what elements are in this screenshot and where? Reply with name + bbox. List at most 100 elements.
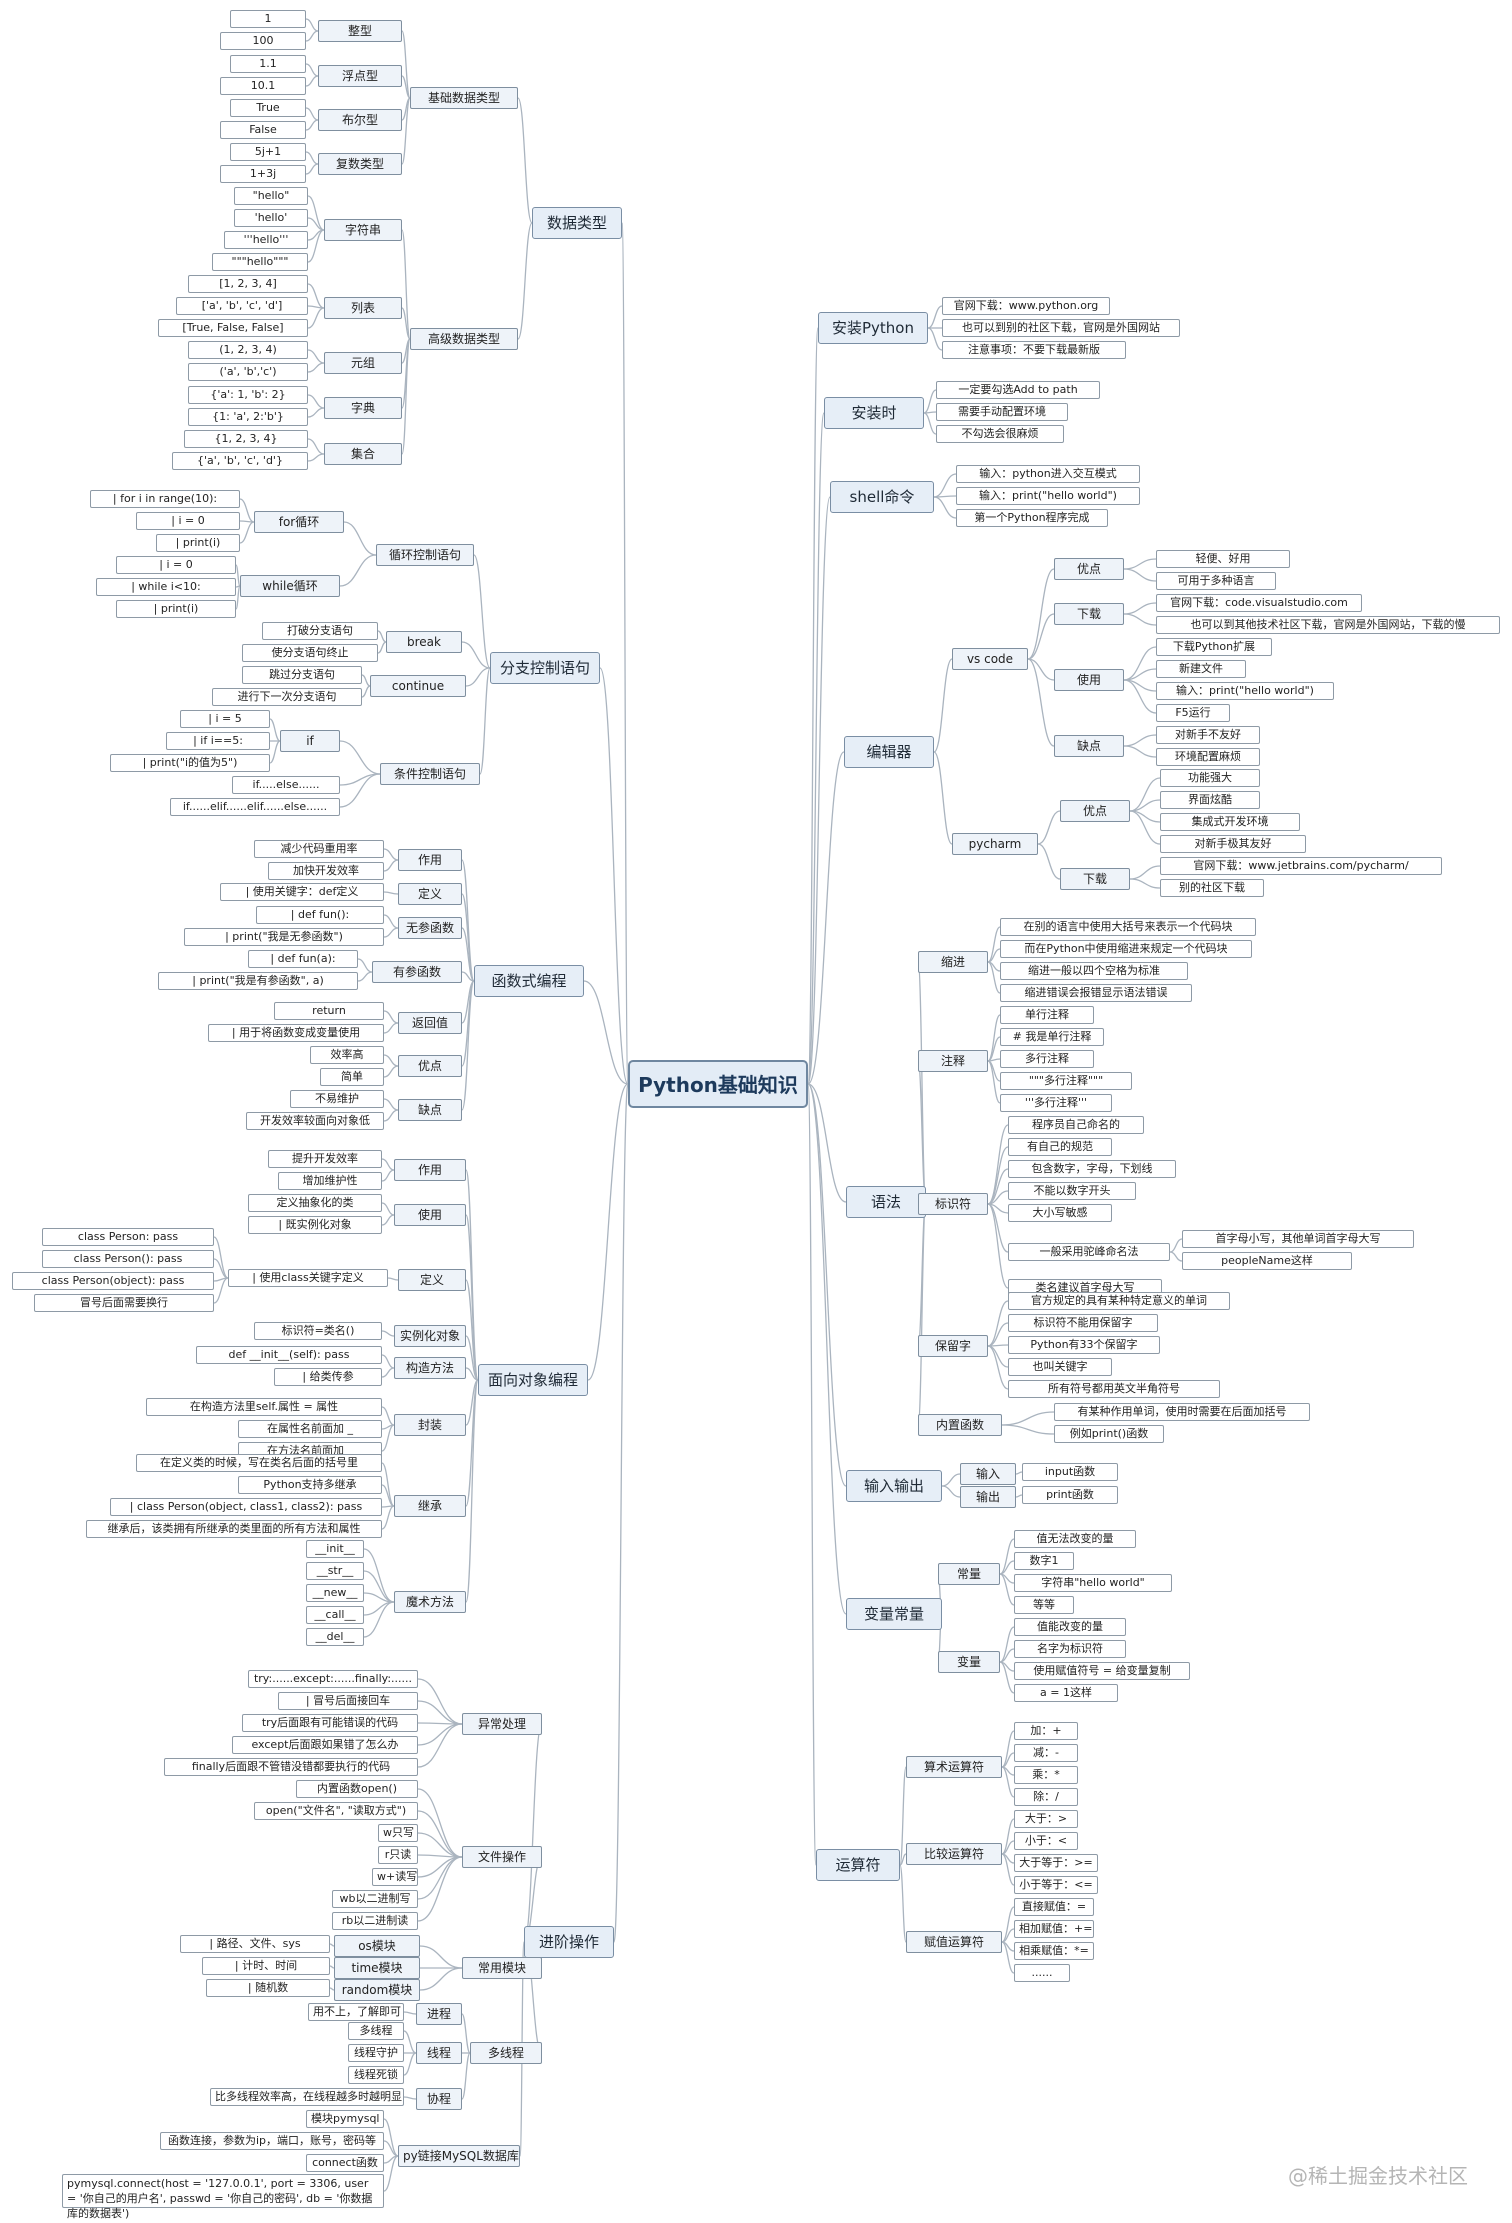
varconst-const: 常量: [938, 1563, 1000, 1585]
connector-line: [381, 1354, 395, 1369]
leaf-ops-arith-3: 除：/: [1014, 1788, 1078, 1806]
connector-line: [401, 97, 411, 165]
connector-line: [1001, 1424, 1055, 1435]
oop-define-keyword: | 使用class关键字定义: [228, 1269, 388, 1287]
connector-line: [587, 1083, 629, 1381]
connector-line: [403, 2096, 417, 2100]
connector-line: [419, 1967, 463, 1991]
io-output: 输出: [960, 1486, 1016, 1508]
leaf-branches-installtip-1: 需要手动配置环境: [936, 403, 1068, 421]
leaf-mt-coro-0: 比多线程效率高，在线程越多时越明显: [210, 2088, 404, 2106]
connector-line: [461, 2052, 471, 2100]
connector-line: [523, 1723, 543, 1943]
leaf-mods-time-0: | 计时、时间: [202, 1957, 330, 1975]
leaf-advanced-file-4: w+读写: [372, 1868, 418, 1886]
connector-line: [461, 2013, 471, 2054]
connector-line: [807, 751, 845, 1085]
connector-line: [1037, 843, 1061, 880]
connector-line: [307, 394, 325, 409]
leaf-syntax-reserved-0: 官方规定的具有某种特定意义的单词: [1008, 1292, 1230, 1310]
leaf-ops-assign-0: 直接赋值：=: [1014, 1898, 1094, 1916]
connector-line: [923, 389, 937, 414]
branching-loop: 循环控制语句: [376, 544, 474, 566]
leaf-basic-float-1: 10.1: [220, 77, 306, 95]
connector-line: [465, 1169, 479, 1381]
leaf-syntax-reserved-1: 标识符不能用保留字: [1008, 1314, 1158, 1332]
connector-line: [613, 1083, 629, 1943]
connector-line: [329, 1943, 335, 1947]
leaf-syntax-indent-3: 缩进错误会报错显示语法错误: [1000, 984, 1192, 1002]
leaf-syntax-builtin-0: 有某种作用单词，使用时需要在后面加括号: [1054, 1403, 1310, 1421]
connector-line: [599, 667, 629, 1085]
connector-line: [987, 1146, 1009, 1205]
connector-line: [807, 1083, 847, 1487]
connector-line: [941, 1473, 961, 1487]
branching-break: break: [386, 631, 462, 653]
leaf-basic-int-1: 100: [220, 32, 306, 50]
connector-line: [383, 1109, 399, 1122]
connector-line: [361, 674, 371, 687]
leaf-functional-cons-0: 不易维护: [290, 1090, 384, 1108]
leaf-ident-camel-1: peopleName这样: [1182, 1252, 1352, 1270]
connector-line: [305, 63, 319, 77]
leaf-advanced-str-3: """hello""": [212, 253, 308, 271]
loop-while: while循环: [240, 575, 340, 597]
leaf-loop-for-0: | for i in range(10):: [90, 490, 240, 508]
leaf-syntax-reserved-4: 所有符号都用英文半角符号: [1008, 1380, 1220, 1398]
leaf-loop-while-2: | print(i): [116, 600, 236, 618]
leaf-ops-cmp-0: 大于：>: [1014, 1810, 1078, 1828]
connector-line: [517, 97, 533, 224]
type-set: 集合: [324, 443, 402, 465]
connector-line: [517, 222, 533, 340]
leaf-advanced-file-5: wb以二进制写: [332, 1890, 418, 1908]
branch-data-types: 数据类型: [532, 207, 622, 239]
func-define: 定义: [398, 883, 462, 905]
adv-modules: 常用模块: [462, 1957, 542, 1979]
oop-use: 使用: [394, 1204, 466, 1226]
leaf-pycharm-dl-0: 官网下载：www.jetbrains.com/pycharm/: [1160, 857, 1442, 875]
leaf-syntax-indent-2: 缩进一般以四个空格为标准: [1000, 962, 1188, 980]
mt-process: 进程: [416, 2003, 462, 2025]
leaf-branching-break-1: 使分支语句终止: [242, 644, 378, 662]
vscode-cons: 缺点: [1054, 735, 1124, 757]
connector-line: [461, 893, 475, 982]
connector-line: [403, 2011, 417, 2015]
branch-editor: 编辑器: [844, 736, 934, 768]
connector-line: [933, 751, 953, 845]
leaf-basic-int-0: 1: [230, 10, 306, 28]
connector-line: [923, 412, 937, 435]
connector-line: [461, 927, 475, 982]
leaf-oop-role-0: 提升开发效率: [268, 1150, 382, 1168]
connector-line: [987, 1345, 1009, 1390]
connector-line: [269, 718, 281, 742]
connector-line: [417, 1723, 463, 1768]
adv-file: 文件操作: [462, 1846, 542, 1868]
connector-line: [807, 327, 819, 1085]
leaf-loop-for-1: | i = 0: [136, 512, 240, 530]
connector-line: [987, 961, 1001, 994]
leaf-basic-bool-0: True: [230, 99, 306, 117]
leaf-ops-cmp-2: 大于等于：>=: [1014, 1854, 1098, 1872]
leaf-advanced-file-2: w只写: [378, 1824, 418, 1842]
leaf-pycharm-pros-0: 功能强大: [1160, 769, 1260, 787]
connector-line: [1123, 745, 1157, 758]
connector-line: [307, 438, 325, 455]
connector-line: [329, 1965, 335, 1969]
connector-line: [381, 1424, 395, 1452]
connector-line: [465, 1279, 479, 1381]
leaf-varconst-const-0: 值无法改变的量: [1014, 1530, 1136, 1548]
branch-io: 输入输出: [846, 1470, 942, 1502]
syntax-builtin: 内置函数: [918, 1414, 1002, 1436]
connector-line: [305, 107, 319, 121]
ops-arithmetic: 算术运算符: [906, 1756, 1002, 1778]
leaf-advanced-mysql-2: connect函数: [306, 2154, 384, 2172]
io-input-func: input函数: [1022, 1463, 1118, 1481]
connector-line: [1129, 777, 1161, 812]
type-int: 整型: [318, 20, 402, 42]
connector-line: [899, 1864, 907, 1943]
leaf-branching-continue-1: 进行下一次分支语句: [212, 688, 362, 706]
connector-line: [1129, 878, 1161, 889]
pycharm-pros: 优点: [1060, 800, 1130, 822]
leaf-varconst-const-2: 字符串"hello world": [1014, 1574, 1172, 1592]
connector-line: [1123, 734, 1157, 747]
